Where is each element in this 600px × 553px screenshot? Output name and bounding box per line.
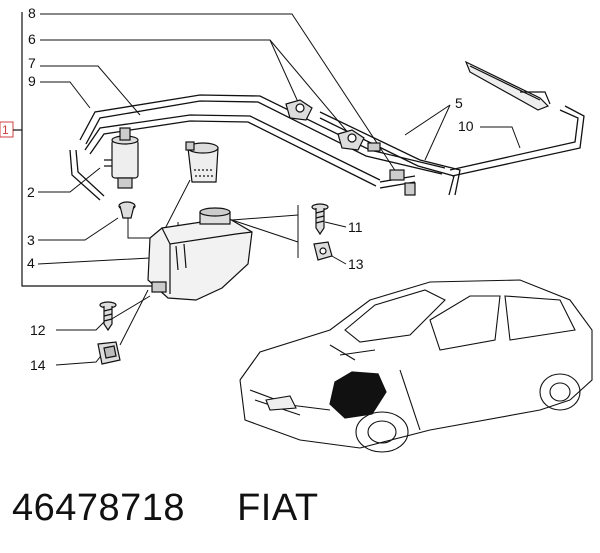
brand-name: FIAT [237,486,319,529]
callout-11: 11 [348,219,363,235]
grommet [118,201,136,219]
bracket-clip-14 [97,341,121,365]
callout-10: 10 [458,118,474,134]
parts-diagram: 1 8 6 7 9 5 10 2 3 4 11 13 12 14 [0,5,593,453]
callout-3: 3 [27,232,35,248]
footer: 46478718 FIAT [12,478,319,538]
callout-2: 2 [27,184,35,200]
callout-5: 5 [455,95,463,111]
callout-labels: 1 8 6 7 9 5 10 2 3 4 11 13 12 14 [2,5,474,373]
callout-4: 4 [27,255,35,271]
clip-nut-13 [313,241,333,261]
callout-13: 13 [348,256,364,272]
screw-11 [311,203,329,236]
screw-12 [99,301,117,332]
callout-7: 7 [28,55,36,71]
washer-hoses [69,94,585,201]
hose-connectors [367,142,416,196]
nozzle-right [337,129,365,151]
car-illustration [239,279,593,453]
callout-9: 9 [28,73,36,89]
callout-14: 14 [30,357,46,373]
part-number: 46478718 [12,486,186,529]
callout-1: 1 [2,123,9,137]
callout-8: 8 [28,5,36,21]
washer-pump [104,127,139,189]
washer-reservoir [147,207,253,301]
callout-12: 12 [30,322,46,338]
group-bracket [0,12,165,287]
nozzle-left [285,99,313,121]
reservoir-location-highlight [329,371,387,419]
callout-6: 6 [28,31,36,47]
washer-filter [185,141,219,183]
wiper-arm [464,60,551,111]
